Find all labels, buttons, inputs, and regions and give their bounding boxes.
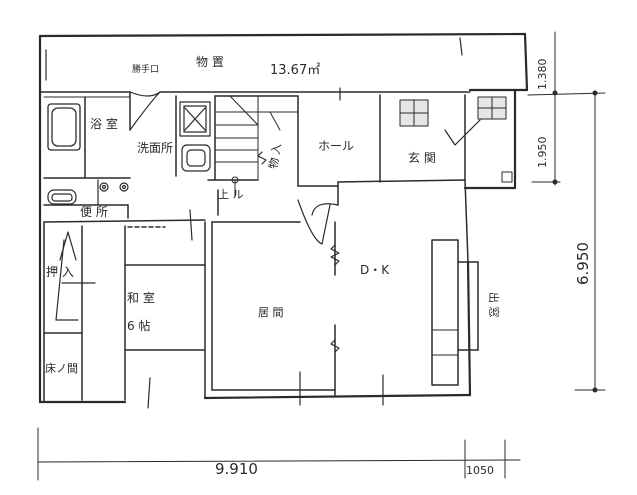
label-living: 居 間 — [258, 306, 284, 319]
label-entrance: 玄 関 — [408, 150, 436, 165]
label-back-door: 勝手口 — [132, 63, 159, 75]
label-japanese-room: 和 室 — [127, 290, 155, 305]
label-tokonoma: 床ノ間 — [45, 361, 78, 375]
doors — [55, 91, 481, 321]
dim-right-mid: 1.950 — [536, 137, 549, 169]
dim-right-total: 6.950 — [574, 242, 592, 285]
label-toilet: 便 所 — [80, 205, 108, 219]
dim-right-top: 1.380 — [536, 59, 549, 91]
label-japanese-room-size: 6 帖 — [127, 318, 150, 333]
label-hall: ホール — [318, 139, 354, 153]
label-storage: 物 置 — [196, 55, 224, 69]
staircase — [214, 95, 299, 197]
label-storage-area: 13.67㎡ — [270, 63, 320, 78]
label-stairs-up: 上 ル — [218, 188, 244, 201]
opening-marks — [45, 37, 463, 409]
room-labels: 物 置 13.67㎡ 勝手口 浴 室 洗面所 便 所 上 ル 押 入 床ノ間 和… — [45, 55, 501, 375]
entrance-tiles — [399, 96, 513, 183]
toilet-fixture — [47, 182, 129, 205]
dim-width-main: 9.910 — [215, 460, 258, 478]
label-bath: 浴 室 — [90, 116, 118, 131]
dimension-lines — [37, 31, 606, 481]
interior-walls — [39, 91, 479, 403]
dim-width-extra: 1050 — [466, 464, 494, 477]
bathtub — [47, 103, 81, 151]
dimension-labels: 9.910 1050 1.380 1.950 6.950 — [215, 59, 592, 479]
outer-walls — [38, 32, 529, 404]
label-closet: 押 入 — [46, 265, 74, 279]
label-closet2: 物 入 — [266, 142, 284, 170]
label-washroom: 洗面所 — [137, 141, 173, 155]
label-dk: D・K — [360, 263, 390, 277]
washbasin — [179, 101, 211, 172]
label-bay: 出 窓 — [487, 292, 501, 318]
